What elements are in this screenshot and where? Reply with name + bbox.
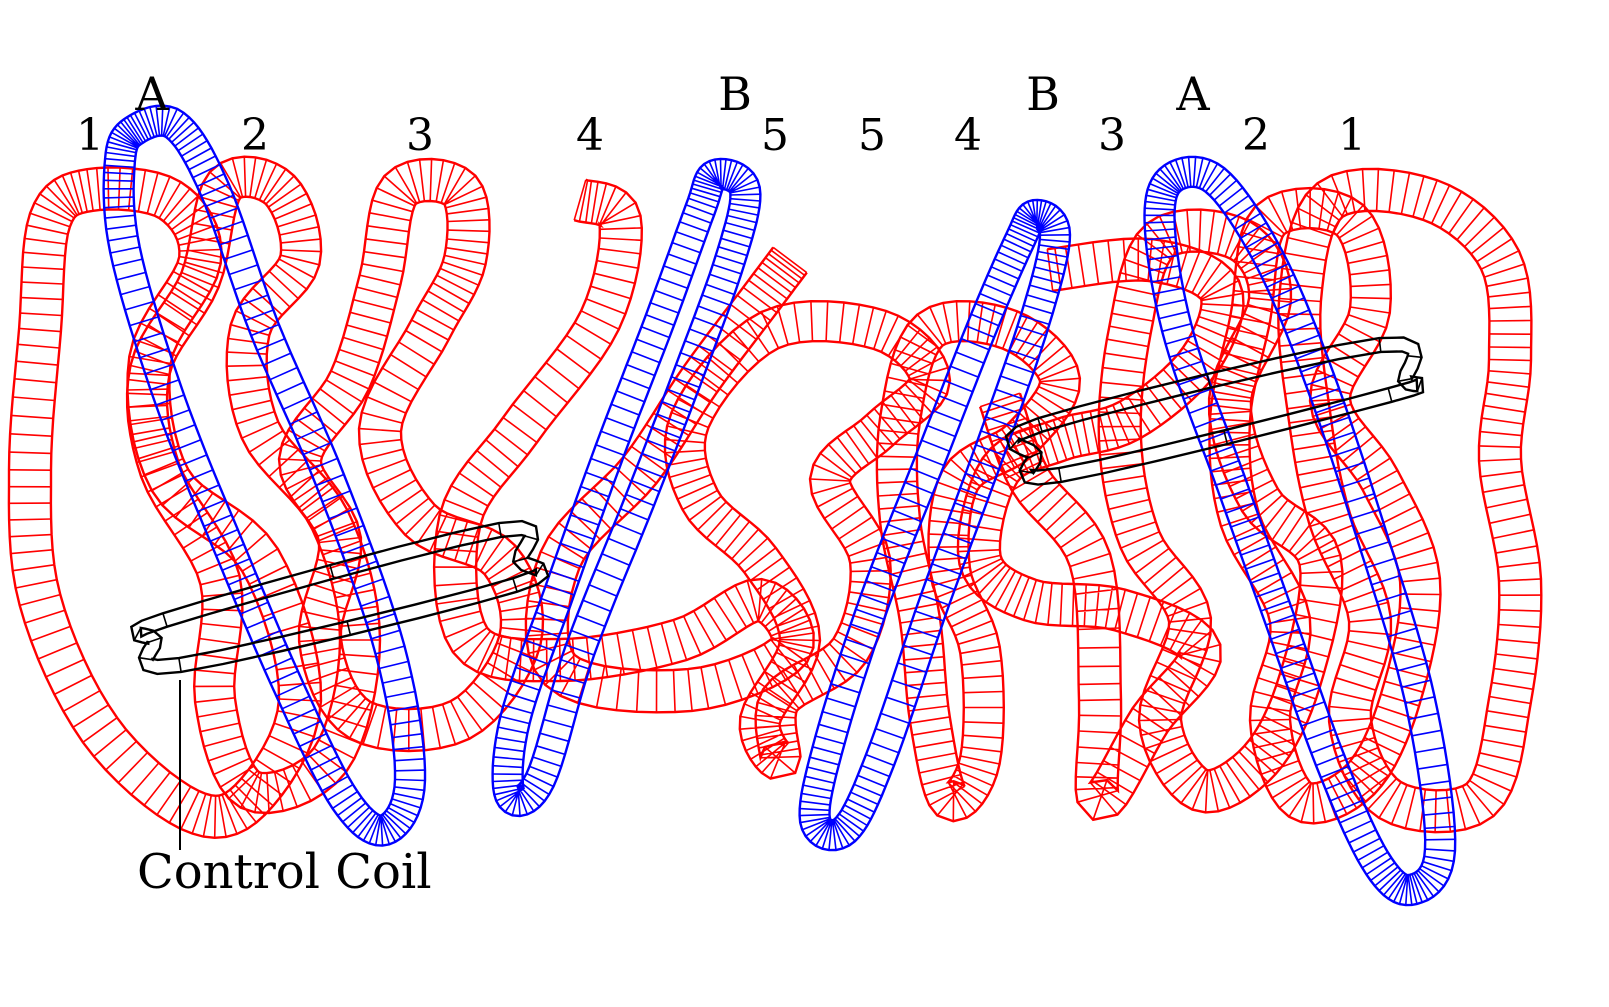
planar-coil-b-left-segments (492, 158, 761, 817)
planar-coil-a-right-edge (1143, 155, 1457, 907)
control-coil-right-segments (1009, 338, 1423, 483)
label-coil-3-left: 3 (406, 110, 434, 161)
planar-coil-a-left-edge (132, 134, 397, 817)
label-control-coil: Control Coil (137, 844, 432, 900)
label-coil-5-left: 5 (761, 110, 789, 161)
coil-layer (7, 104, 1543, 907)
planar-coil-b-right-edge (798, 198, 1072, 852)
planar-coil-a-left-edge (102, 104, 427, 847)
label-coil-2-left: 2 (241, 110, 269, 161)
modular-coil-1-left (7, 166, 323, 840)
label-coil-1-left: 1 (76, 110, 104, 161)
modular-coil-3-left-segments (278, 158, 544, 751)
label-coil-1-right: 1 (1338, 110, 1366, 161)
label-group-b-left: B (718, 67, 752, 121)
planar-coil-a-right (1143, 155, 1457, 907)
label-group-b-right: B (1026, 67, 1060, 121)
label-coil-2-right: 2 (1242, 110, 1270, 161)
label-group-a-right: A (1175, 67, 1210, 121)
modular-coil-1-right (1277, 167, 1543, 834)
planar-coil-a-right-segments (1144, 156, 1456, 906)
modular-coil-3-right-edge (1139, 250, 1302, 772)
control-coil-right (1004, 336, 1425, 486)
modular-coil-1-right-segments (1278, 168, 1542, 833)
control-coil-left-segments (133, 522, 545, 673)
planar-coil-b-left (491, 157, 762, 818)
control-coil-left (129, 519, 550, 676)
label-group-a-left: A (134, 67, 169, 121)
modular-coil-4-right (956, 237, 1245, 822)
label-coil-5-right: 5 (858, 110, 886, 161)
planar-coil-a-left-segments (103, 105, 426, 846)
label-coil-3-right: 3 (1098, 110, 1126, 161)
modular-coil-5-left-edge (703, 340, 912, 763)
planar-coil-b-right-segments (799, 199, 1071, 851)
planar-coil-b-right (798, 198, 1072, 852)
label-coil-4-right: 4 (954, 110, 982, 161)
planar-coil-b-left-edge (516, 186, 732, 790)
label-coil-4-left: 4 (576, 110, 604, 161)
modular-coil-4-left (432, 178, 815, 714)
modular-coil-3-left (277, 157, 545, 753)
modular-coil-1-left-segments (8, 167, 322, 838)
modular-coil-4-left-edge (432, 219, 808, 683)
planar-coil-a-left (102, 104, 427, 847)
